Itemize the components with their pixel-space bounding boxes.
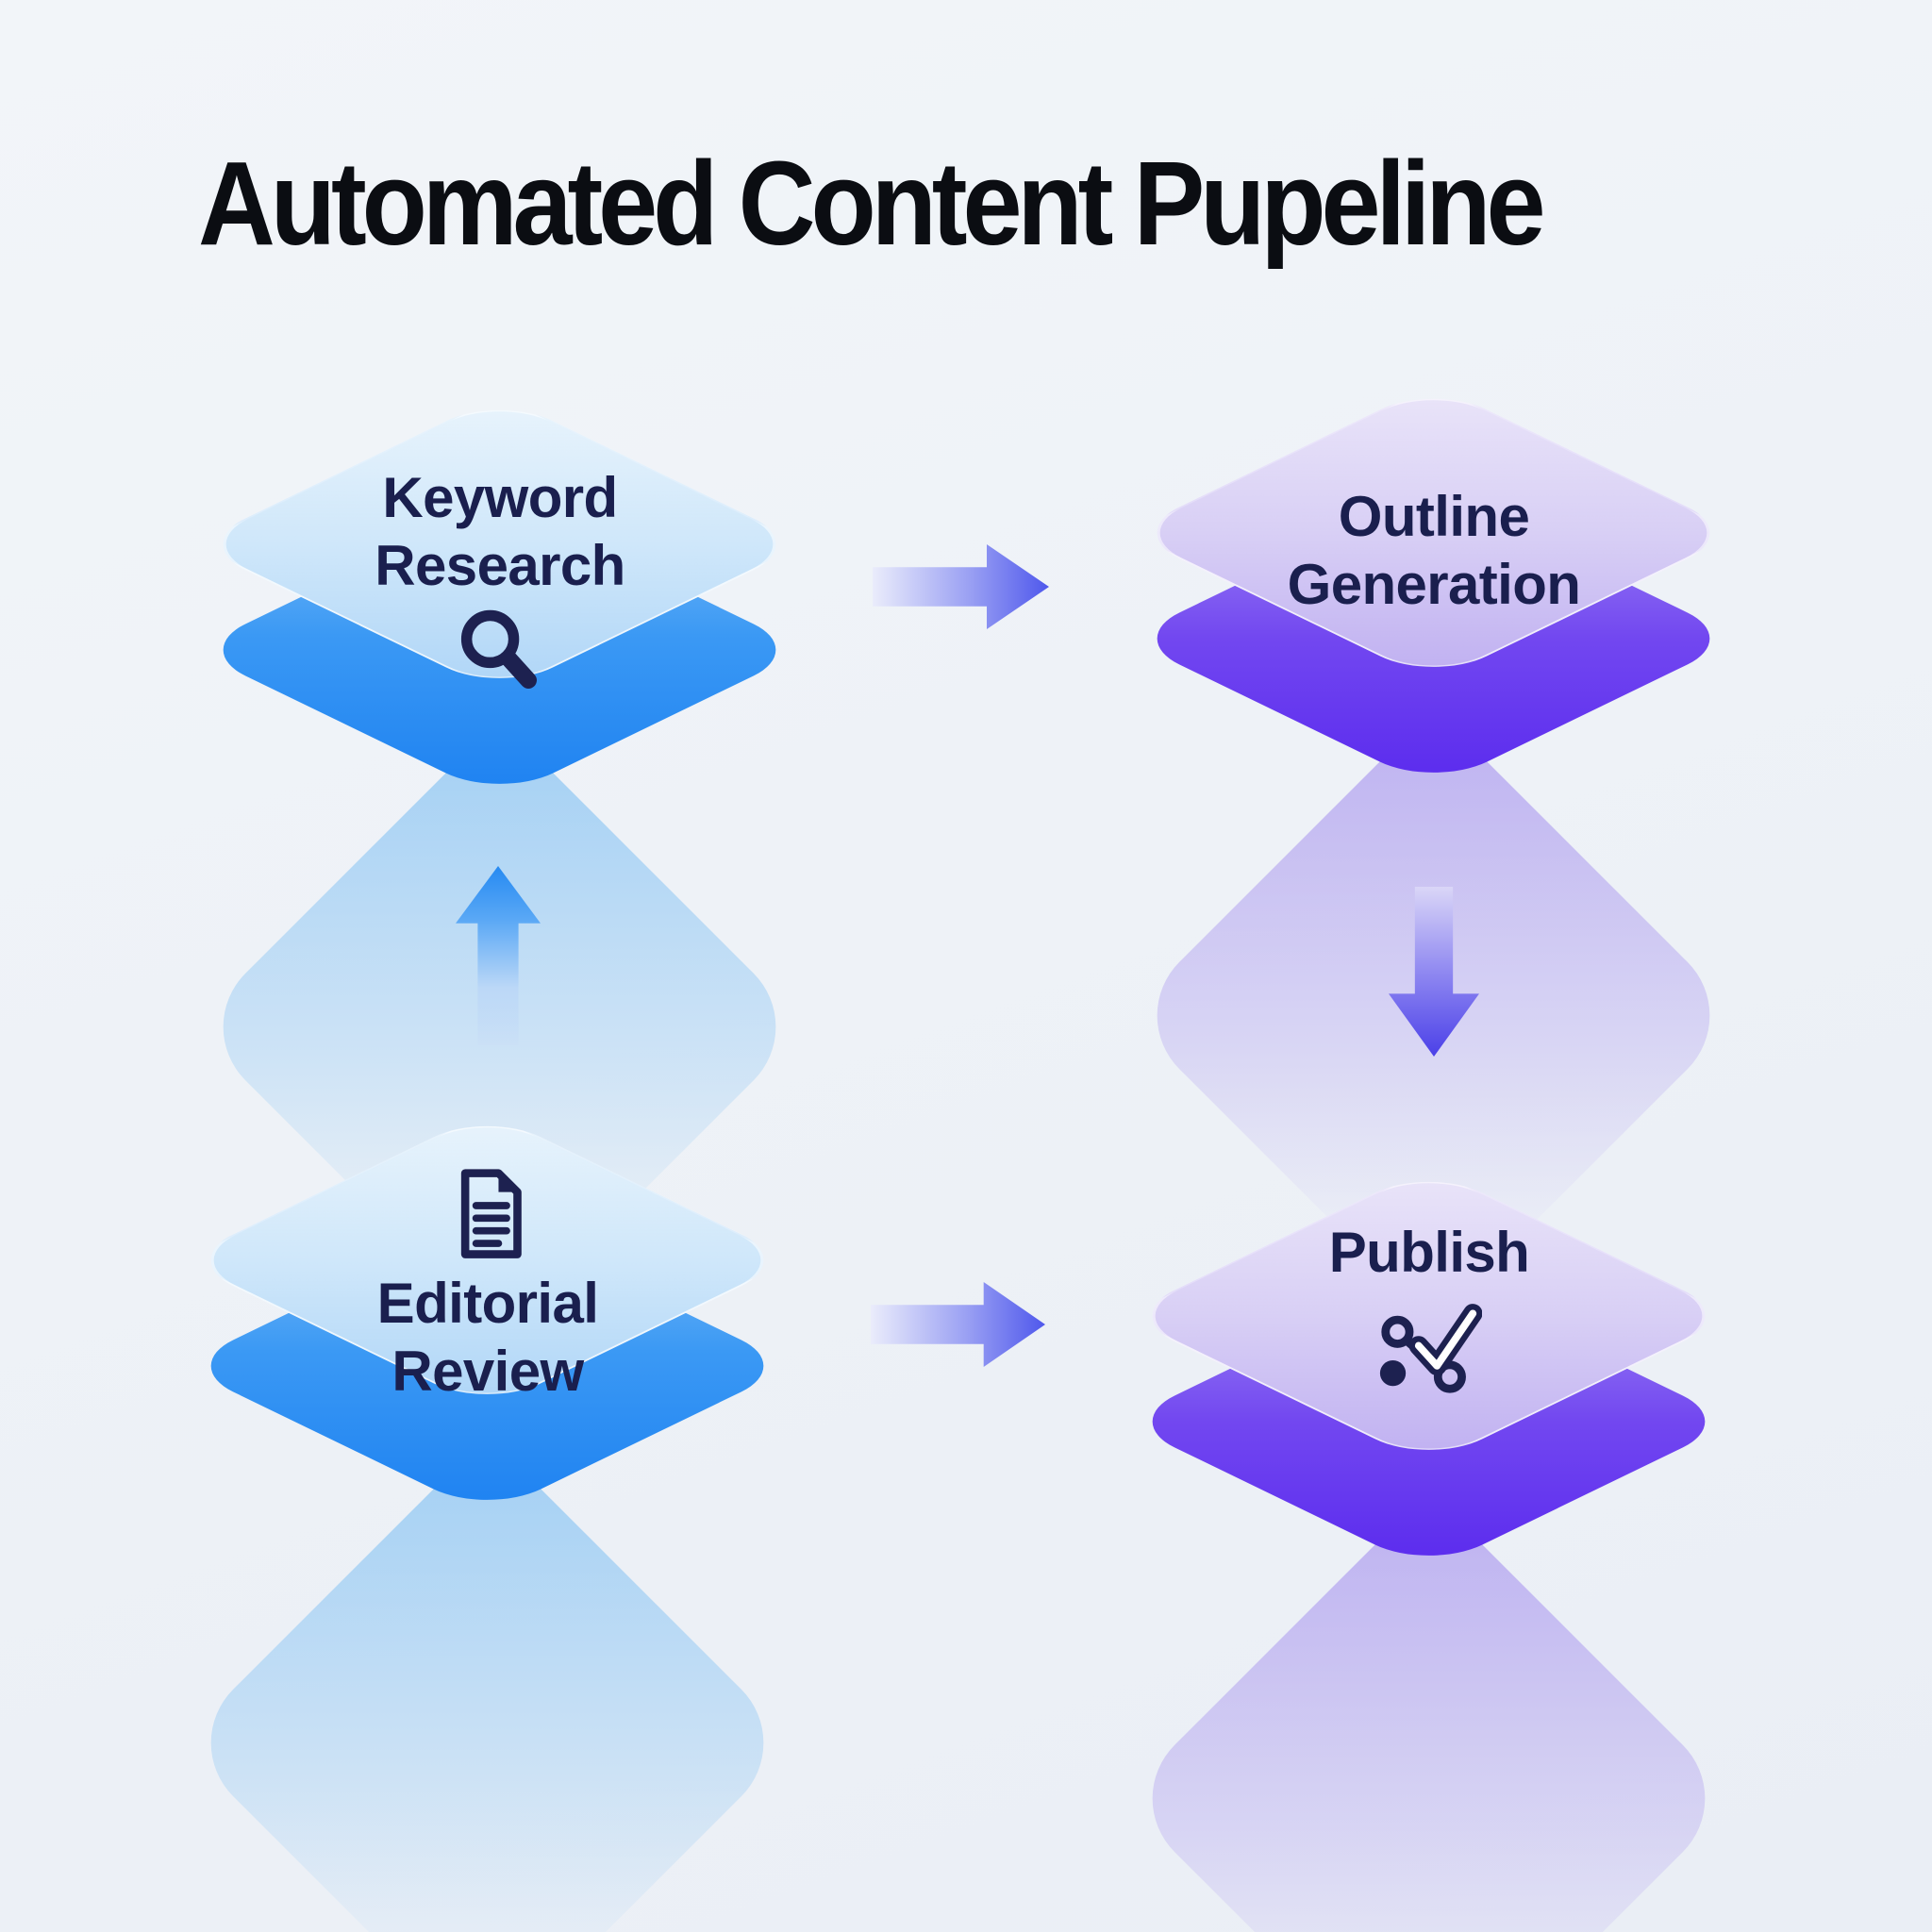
node-outline-generation-content: Outline Generation (1126, 483, 1741, 619)
node-publish-content: Publish (1122, 1219, 1737, 1401)
node-label-line: Research (375, 534, 625, 597)
arrow-editorial-to-publish (871, 1282, 1045, 1367)
search-icon (460, 609, 537, 689)
node-label-line: Editorial (376, 1272, 599, 1335)
page-title: Automated Content Pupeline (198, 137, 1546, 270)
node-label-line: Generation (1287, 553, 1581, 616)
node-label-line: Outline (1338, 485, 1530, 548)
node-label-line: Review (391, 1340, 584, 1403)
reflection-face (179, 1435, 795, 1932)
node-editorial-review-content: Editorial Review (180, 1162, 795, 1406)
reflection-face (1121, 1491, 1737, 1932)
publish-check-icon (1379, 1304, 1482, 1393)
node-label-line: Keyword (382, 466, 618, 529)
document-icon (460, 1169, 522, 1258)
arrow-keyword-to-outline (873, 544, 1049, 629)
node-label-line: Publish (1328, 1221, 1530, 1284)
node-keyword-research-content: Keyword Research (192, 464, 808, 707)
